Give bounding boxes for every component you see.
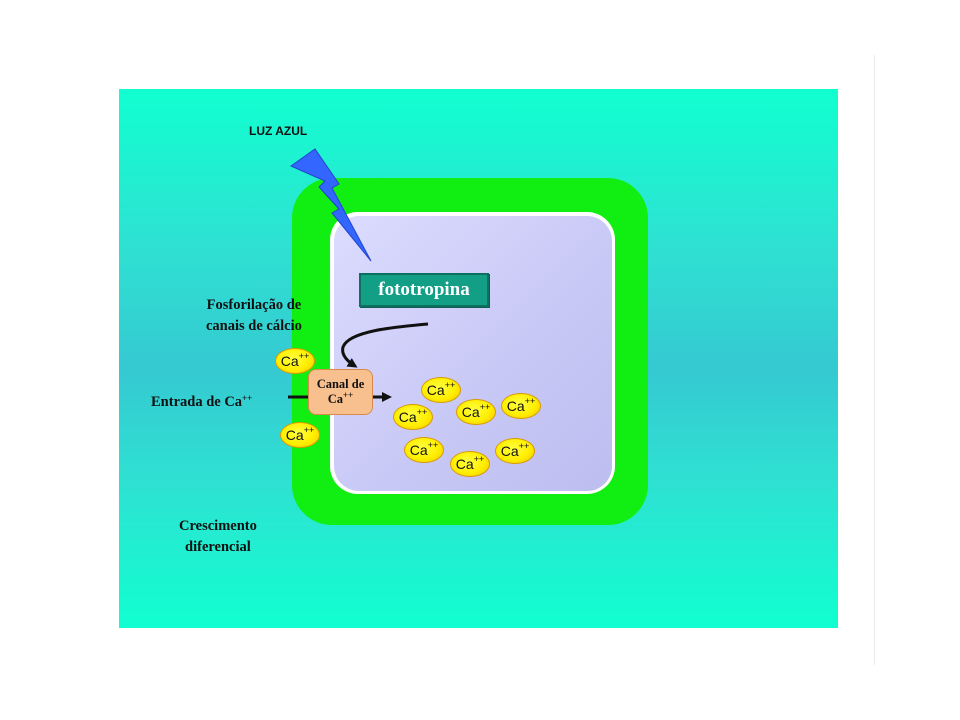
calcium-ion: Ca++ [495, 438, 535, 464]
curved-arrow-icon [341, 322, 429, 368]
diagram-slide: LUZ AZUL fototropina Fosforilação de can… [119, 89, 838, 628]
growth-label: Crescimento diferencial [179, 516, 257, 558]
phosphorylation-line-1: Fosforilação de [206, 297, 302, 313]
growth-line-1: Crescimento [179, 518, 257, 534]
lightning-bolt-icon [289, 148, 372, 262]
growth-line-2: diferencial [185, 539, 251, 555]
calcium-entry-text: Entrada de Ca [151, 394, 243, 410]
calcium-channel-line-1: Canal de [316, 377, 365, 391]
calcium-ion: Ca++ [421, 377, 461, 403]
blue-light-label: LUZ AZUL [249, 124, 308, 138]
calcium-channel: Canal de Ca++ [308, 369, 373, 415]
calcium-ion: Ca++ [275, 348, 315, 374]
phosphorylation-label: Fosforilação de canais de cálcio [206, 295, 302, 337]
cell-interior [334, 216, 612, 491]
calcium-channel-ca: Ca [327, 392, 343, 406]
calcium-entry-sup: ++ [242, 393, 253, 403]
fototropina-label: fototropina [378, 279, 470, 300]
phosphorylation-line-2: canais de cálcio [206, 318, 302, 334]
calcium-channel-line-2: Ca++ [309, 390, 372, 408]
fototropina-box: fototropina [359, 273, 489, 307]
calcium-entry-label: Entrada de Ca++ [151, 392, 252, 414]
calcium-ion: Ca++ [404, 437, 444, 463]
calcium-ion: Ca++ [501, 393, 541, 419]
calcium-ion: Ca++ [456, 399, 496, 425]
slide-edge-line [874, 55, 875, 665]
calcium-channel-sup: ++ [343, 390, 354, 400]
calcium-ion: Ca++ [450, 451, 490, 477]
calcium-ion: Ca++ [280, 422, 320, 448]
calcium-ion: Ca++ [393, 404, 433, 430]
